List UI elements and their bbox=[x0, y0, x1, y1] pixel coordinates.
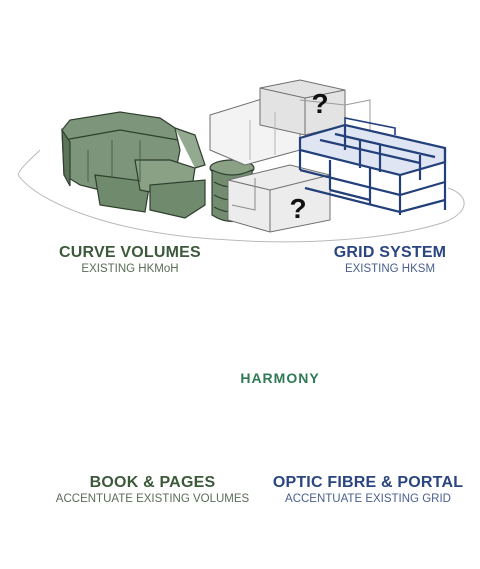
label-optic-fibre: OPTIC FIBRE & PORTAL ACCENTUATE EXISTING… bbox=[268, 474, 468, 506]
book-pages-subtitle: ACCENTUATE EXISTING VOLUMES bbox=[55, 493, 250, 505]
curve-volumes-title: CURVE VOLUMES bbox=[59, 244, 201, 261]
grid-system-subtitle: EXISTING HKSM bbox=[344, 263, 436, 275]
top-site-outline bbox=[17, 149, 465, 243]
grid-system-model bbox=[298, 117, 447, 215]
question-mark-lower: ? bbox=[289, 193, 306, 224]
question-mark-upper: ? bbox=[311, 88, 328, 119]
label-curve-volumes: CURVE VOLUMES EXISTING HKMoH bbox=[55, 244, 205, 276]
optic-fibre-subtitle: ACCENTUATE EXISTING GRID bbox=[285, 493, 451, 505]
optic-fibre-title: OPTIC FIBRE & PORTAL bbox=[272, 474, 464, 491]
harmony-label: HARMONY bbox=[240, 370, 320, 386]
label-book-pages: BOOK & PAGES ACCENTUATE EXISTING VOLUMES bbox=[45, 474, 260, 506]
curve-volumes-subtitle: EXISTING HKMoH bbox=[81, 263, 179, 275]
grid-system-title: GRID SYSTEM bbox=[333, 244, 447, 261]
label-grid-system: GRID SYSTEM EXISTING HKSM bbox=[330, 244, 450, 276]
existing-building-model bbox=[209, 79, 371, 233]
book-pages-title: BOOK & PAGES bbox=[89, 474, 216, 491]
